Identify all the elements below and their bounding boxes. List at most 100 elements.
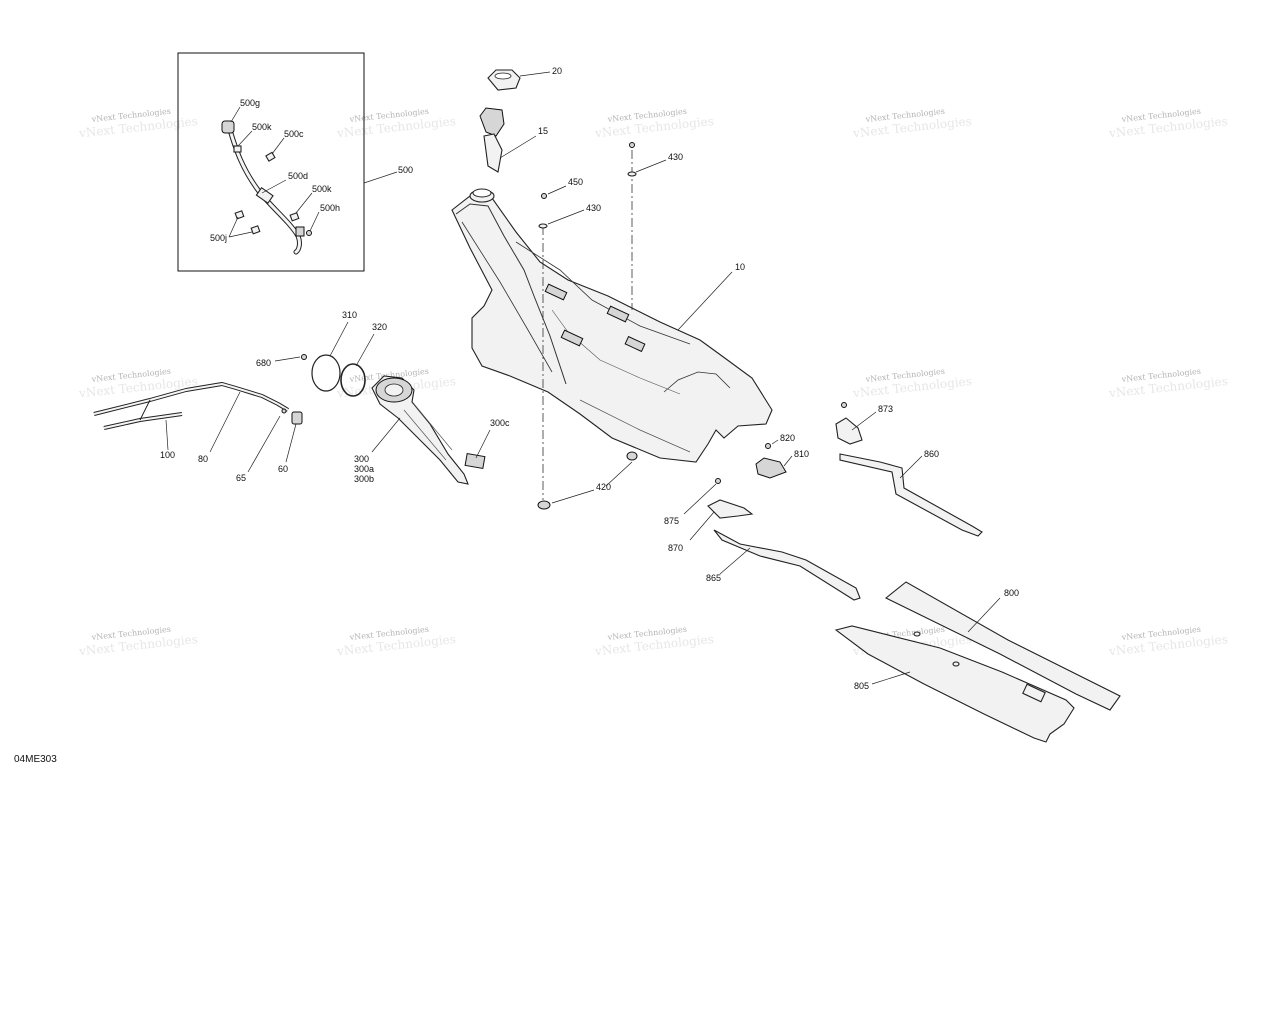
label-800: 800 <box>1004 588 1019 598</box>
label-860: 860 <box>924 449 939 459</box>
washer <box>627 171 637 177</box>
watermark: vNext Technologies vNext Technologies <box>335 107 456 141</box>
leader-line <box>274 356 301 362</box>
quick-connector <box>291 411 303 425</box>
fuel-cap-top <box>494 72 512 80</box>
washer <box>538 223 548 229</box>
leader-line <box>371 417 401 453</box>
small-clamp <box>265 151 276 162</box>
bracket-870 <box>707 499 754 519</box>
tank-strap-slot <box>624 335 646 353</box>
label-310: 310 <box>342 310 357 320</box>
watermark: vNext Technologies vNext Technologies <box>77 107 198 141</box>
o-ring <box>311 354 341 392</box>
inset-frame <box>177 52 365 272</box>
tank-edge <box>461 221 553 373</box>
leader-line <box>771 439 779 445</box>
pump-flange-center <box>384 383 404 397</box>
label-420: 420 <box>596 482 611 492</box>
leader-line <box>635 159 667 173</box>
fuel-cap-assembly: 20 15 <box>479 66 562 173</box>
leader-line <box>271 137 285 155</box>
leader-line <box>228 216 239 238</box>
elbow-fitting <box>221 120 235 134</box>
watermark: vNext Technologies vNext Technologies <box>77 367 198 401</box>
label-500k: 500k <box>312 184 332 194</box>
leader-line <box>247 415 281 473</box>
leader-line <box>228 231 253 238</box>
small-clamp <box>289 212 300 222</box>
leader-line <box>295 192 313 214</box>
label-100: 100 <box>160 450 175 460</box>
connector <box>295 226 305 237</box>
leader-line <box>967 597 1001 633</box>
leader-line <box>851 411 877 431</box>
lock-ring <box>340 363 366 397</box>
inset-500-kit: 500g 500k 500c 500d 500k 500h 500j 500 <box>177 52 413 272</box>
watermark: vNext Technologies vNext Technologies <box>1107 367 1228 401</box>
leader-line <box>355 333 375 367</box>
leader-line <box>363 171 398 184</box>
heat-shield-assembly: 800 805 <box>834 581 1121 743</box>
screw <box>306 230 312 236</box>
watermark: vNext Technologies vNext Technologies <box>851 107 972 141</box>
small-clamp <box>233 145 242 153</box>
pump-detail <box>403 403 453 461</box>
leader-line <box>285 423 297 463</box>
watermark: vNext Technologies vNext Technologies <box>851 367 972 401</box>
label-320: 320 <box>372 322 387 332</box>
label-300: 300 <box>354 454 369 464</box>
watermark: vNext Technologies vNext Technologies <box>593 625 714 659</box>
rubber-pad <box>626 451 638 461</box>
fuel-line-fill <box>93 383 289 415</box>
label-500k: 500k <box>252 122 272 132</box>
tank-edge <box>551 309 681 395</box>
shield-hole <box>952 661 960 667</box>
label-430: 430 <box>586 203 601 213</box>
label-820: 820 <box>780 433 795 443</box>
watermark: vNext Technologies vNext Technologies <box>593 107 714 141</box>
leader-line <box>547 209 585 225</box>
label-680: 680 <box>256 358 271 368</box>
label-500h: 500h <box>320 203 340 213</box>
tank-strap-slot <box>606 305 630 323</box>
diagram-code: 04ME303 <box>14 754 57 765</box>
label-300c: 300c <box>490 418 510 428</box>
leader-line <box>261 179 287 194</box>
leader-line <box>677 271 733 331</box>
label-80: 80 <box>198 454 208 464</box>
label-500: 500 <box>398 165 413 175</box>
screw <box>301 354 307 360</box>
leader-line <box>719 547 751 575</box>
fuel-tank <box>451 188 773 463</box>
tank-strap-slot <box>544 283 568 301</box>
leader-line <box>230 106 241 123</box>
screw <box>841 402 847 408</box>
check-valve <box>255 186 274 204</box>
filler-neck-ring <box>479 107 505 137</box>
shield-cutout <box>1022 683 1046 703</box>
leader-line <box>309 211 320 232</box>
small-clamp <box>250 225 261 235</box>
label-500d: 500d <box>288 171 308 181</box>
leader-line <box>871 671 911 685</box>
label-805: 805 <box>854 681 869 691</box>
filler-hose <box>483 133 503 173</box>
nut-820 <box>765 443 771 449</box>
clip-810 <box>755 457 787 479</box>
tank-edge <box>455 203 567 385</box>
label-865: 865 <box>706 573 721 583</box>
label-500c: 500c <box>284 129 304 139</box>
rubber-pad <box>537 500 551 510</box>
label-450: 450 <box>568 177 583 187</box>
label-20: 20 <box>552 66 562 76</box>
leader-line <box>209 391 241 453</box>
tank-fasteners: 430 450 430 10 <box>538 142 745 500</box>
rear-bracket-assembly: 873 860 <box>835 402 983 537</box>
rubber-pads: 420 <box>537 451 638 510</box>
leader-line <box>165 419 169 451</box>
leader-line <box>683 483 717 515</box>
watermark: vNext Technologies vNext Technologies <box>1107 107 1228 141</box>
leader-line <box>547 185 567 195</box>
tank-strap-slot <box>560 329 584 347</box>
